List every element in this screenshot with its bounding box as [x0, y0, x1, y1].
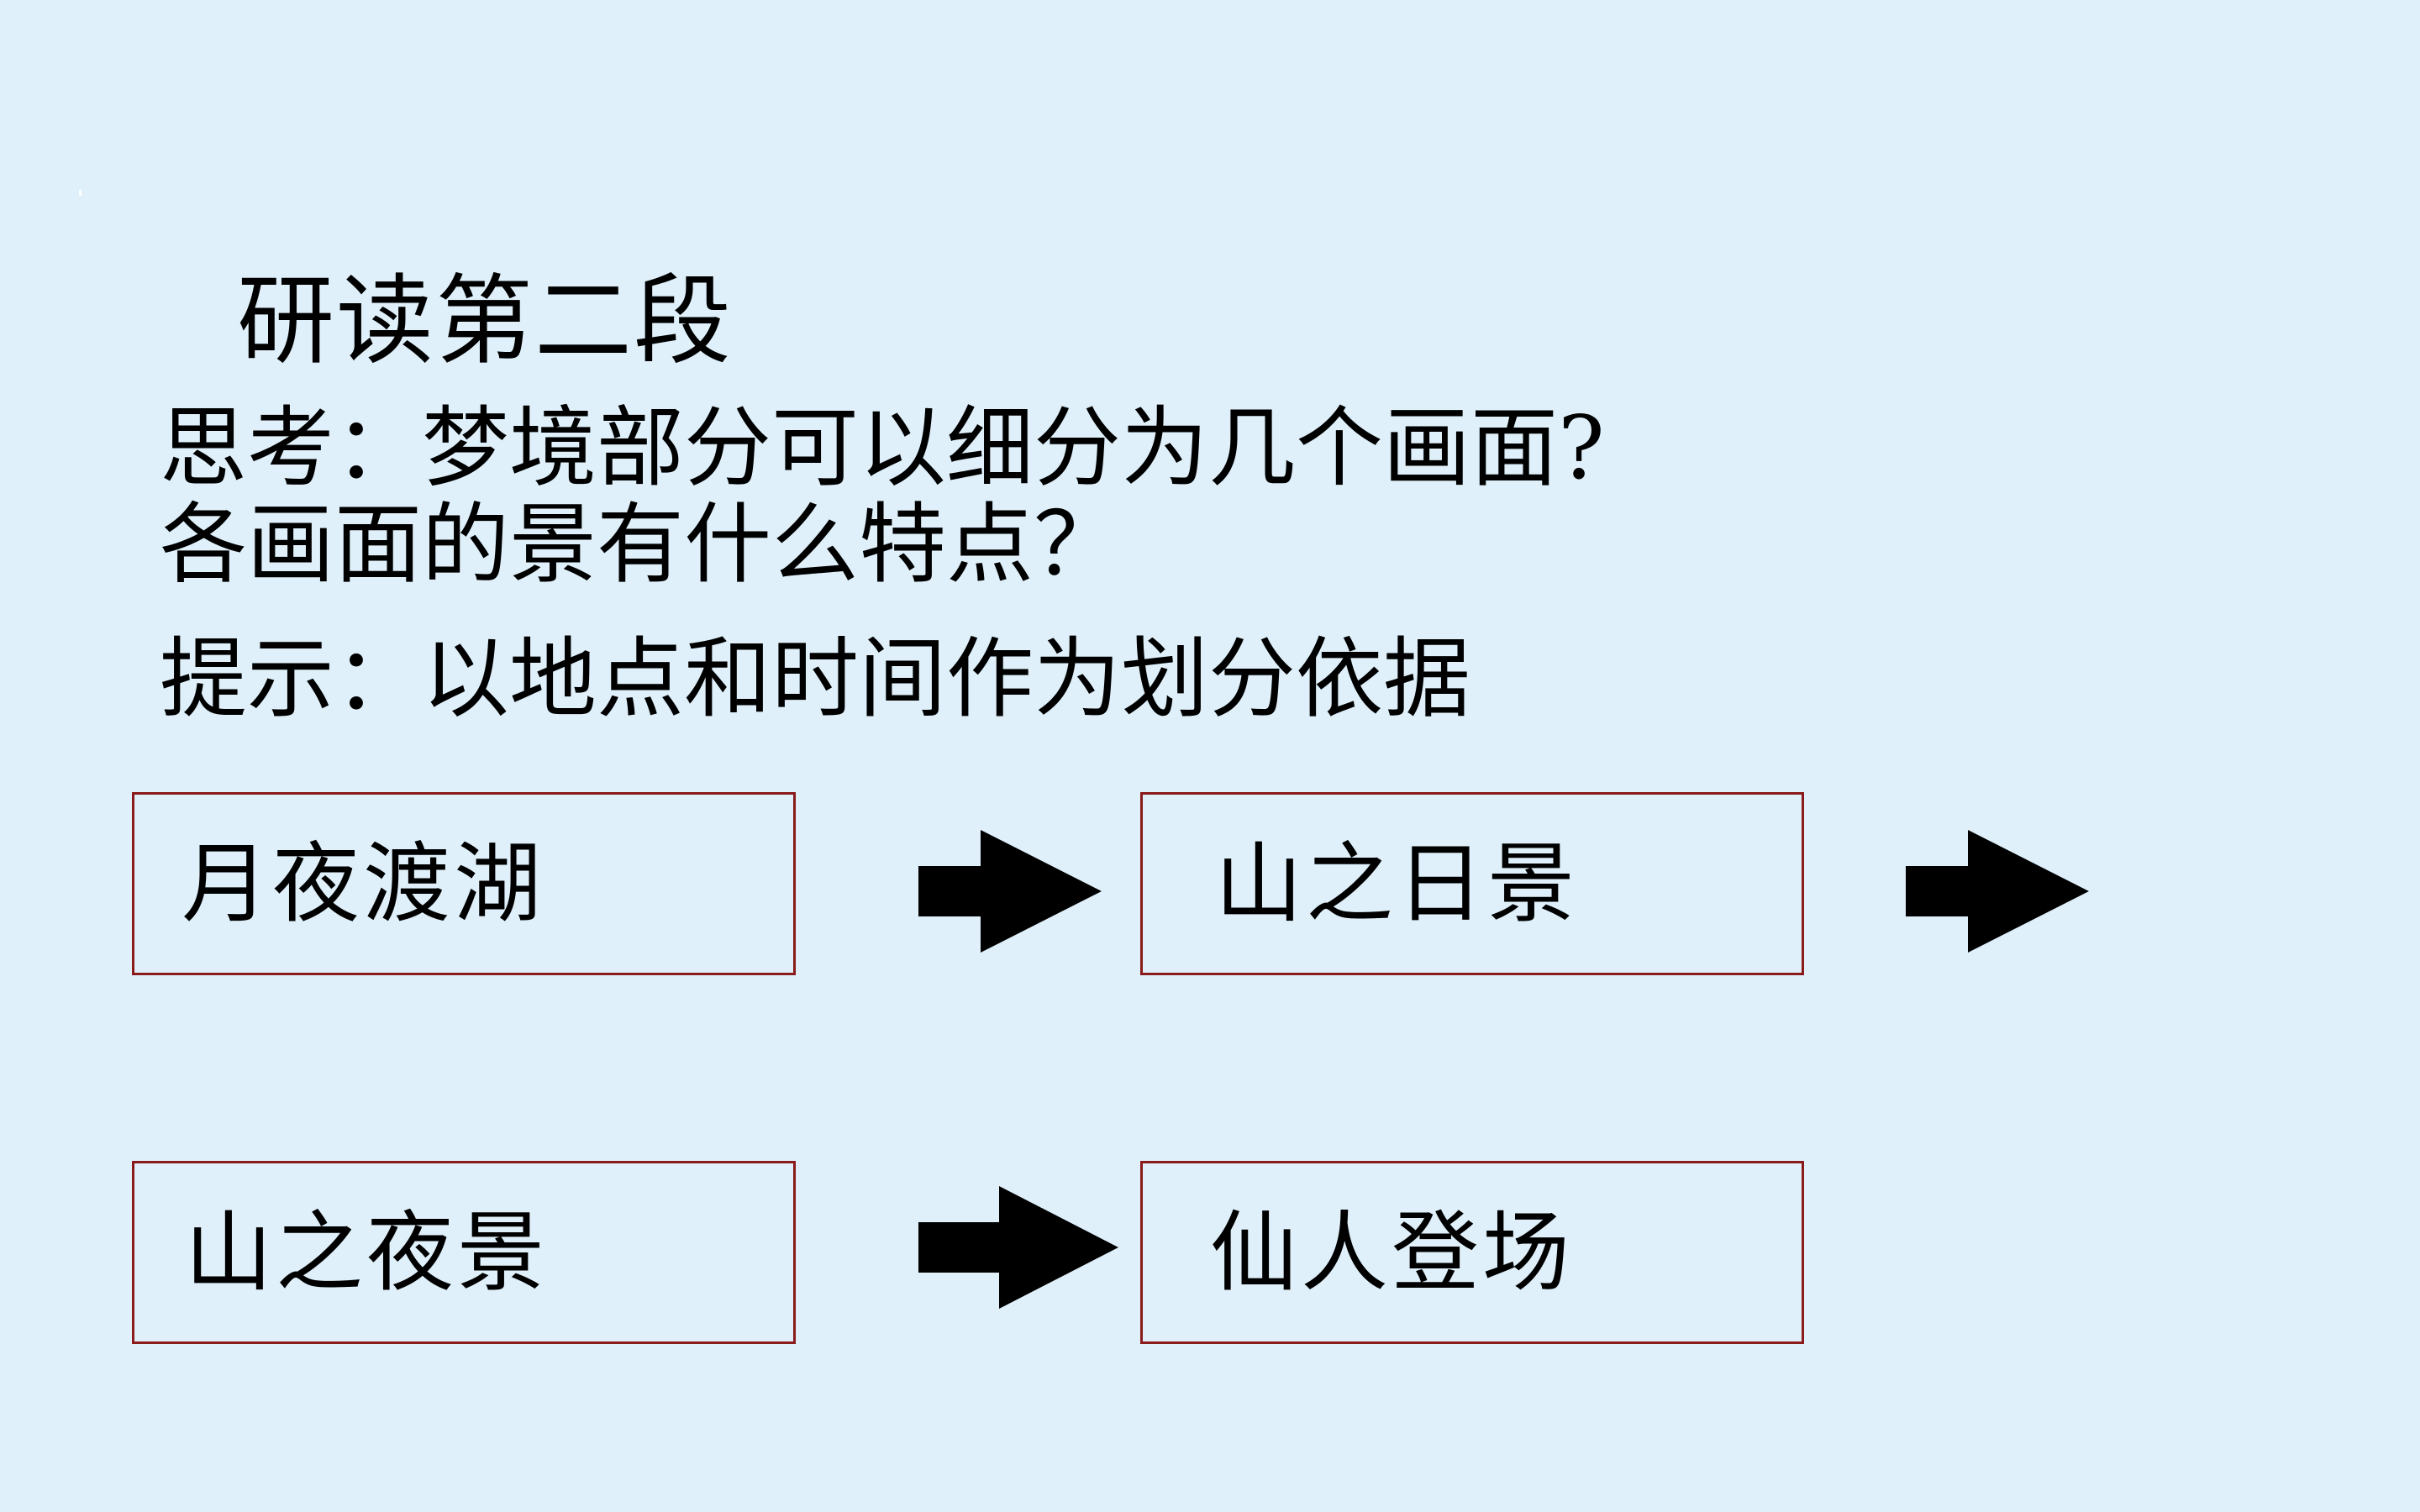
- hint-text: 提示：以地点和时间作为划分依据: [160, 627, 1471, 730]
- slide-title: 研读第二段: [237, 265, 733, 378]
- decorative-speck: [79, 190, 82, 196]
- scene-label: 山之夜景: [185, 1201, 549, 1304]
- right-arrow-icon: [1906, 830, 2091, 953]
- scene-label: 山之日景: [1215, 832, 1579, 935]
- right-arrow-icon: [918, 830, 1103, 953]
- question-line-1: 思考：梦境部分可以细分为几个画面?: [160, 396, 1605, 499]
- question-line-2: 各画面的景有什么特点？: [160, 493, 1122, 596]
- scene-label: 月夜渡湖: [182, 832, 545, 935]
- scene-label: 仙人登场: [1210, 1201, 1574, 1304]
- scene-box-mountain-day: 山之日景: [1140, 792, 1804, 975]
- right-arrow-icon: [918, 1186, 1120, 1309]
- scene-box-moonlit-lake: 月夜渡湖: [132, 792, 796, 975]
- scene-box-immortals-appear: 仙人登场: [1140, 1161, 1804, 1344]
- scene-box-mountain-night: 山之夜景: [132, 1161, 796, 1344]
